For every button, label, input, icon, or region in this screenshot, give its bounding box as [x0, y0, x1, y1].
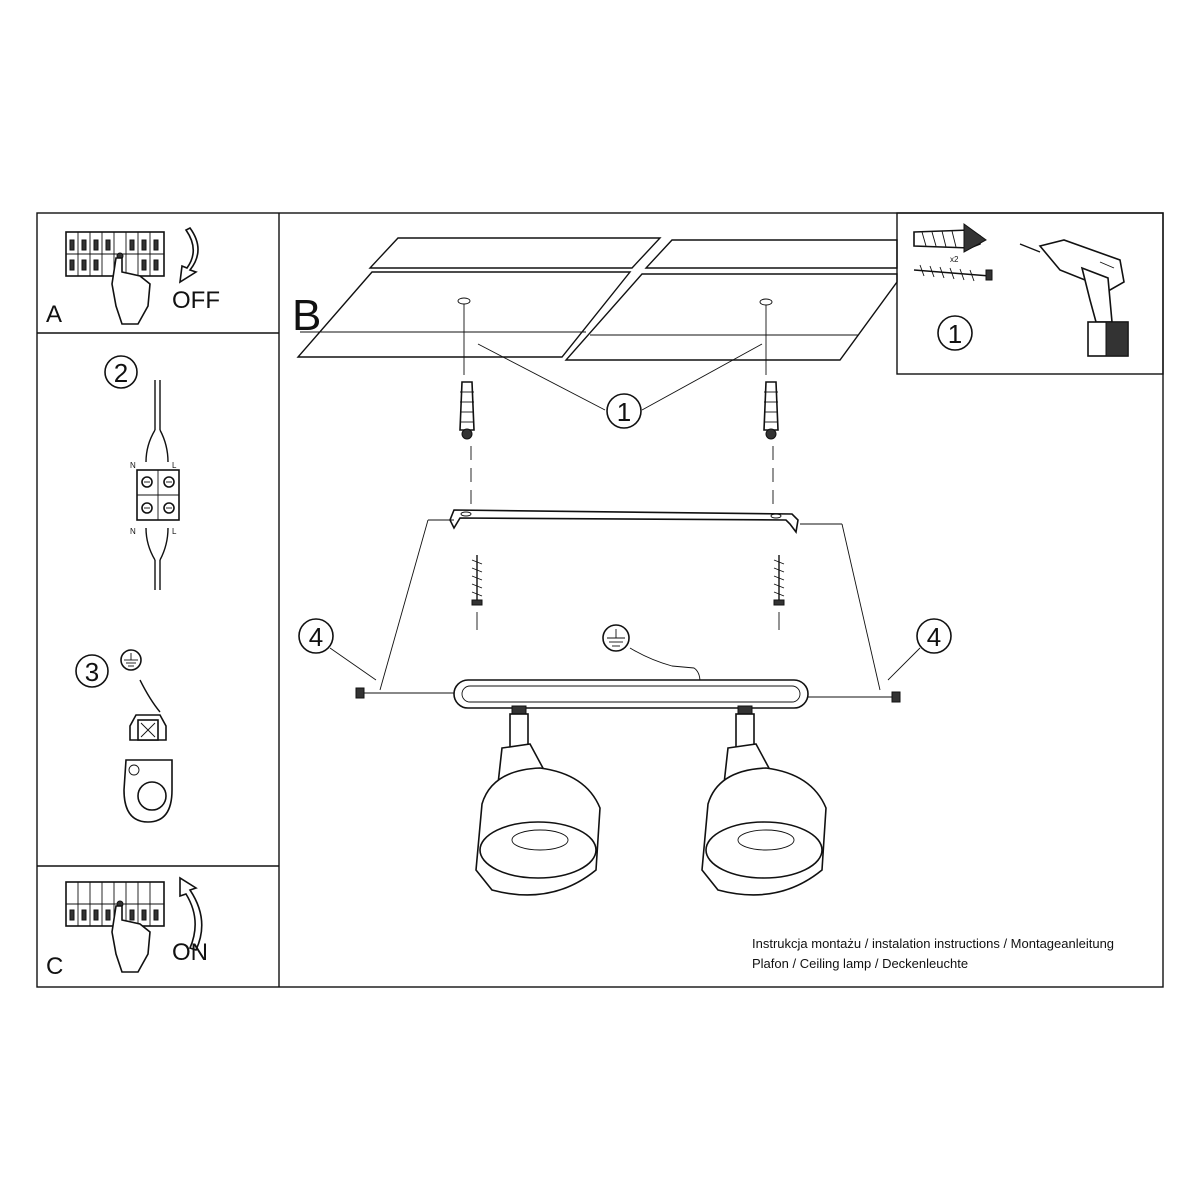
- panel-a-letter: A: [46, 301, 62, 328]
- panel-a: A OFF: [46, 226, 220, 328]
- step-4-right-number: 4: [927, 622, 941, 652]
- footer-line-1: Instrukcja montażu / instalation instruc…: [752, 936, 1114, 951]
- ground-wire: [139, 679, 161, 713]
- outer-frame: [36, 212, 1164, 988]
- terminal-block-icon: [136, 469, 180, 521]
- panel-c: C ON: [46, 876, 208, 980]
- mounting-bar: [449, 509, 799, 534]
- panel-c-letter: C: [46, 953, 63, 980]
- hand-icon: [111, 257, 151, 325]
- panel-c-action: ON: [172, 939, 208, 966]
- wall-plug-icon: [763, 381, 779, 440]
- step-3-circle: [75, 654, 109, 688]
- step-4-right-callout: [916, 618, 952, 654]
- ground-symbol-icon: [602, 624, 630, 652]
- screw-icon: [913, 264, 993, 282]
- arrow-down-icon: [178, 226, 199, 284]
- footer-line-2: Plafon / Ceiling lamp / Deckenleuchte: [752, 956, 968, 971]
- tools-box: [896, 212, 1164, 375]
- terminal-bottom-n: N: [130, 527, 136, 536]
- wall-plug-icon: [459, 381, 475, 440]
- lamp-shade-icon: [701, 705, 827, 896]
- terminal-top-l: L: [172, 461, 177, 470]
- ground-symbol-icon: [120, 649, 142, 671]
- ceiling-tiles: [296, 237, 898, 361]
- lamp-shade-icon: [475, 705, 601, 896]
- screw-icon: [355, 687, 454, 699]
- step-2-number: 2: [114, 358, 128, 388]
- drill-icon: [1019, 239, 1129, 357]
- tools-panel: x2 1: [913, 223, 1129, 357]
- step-4-left-number: 4: [309, 622, 323, 652]
- screw-icon: [808, 691, 901, 703]
- tools-step-circle: [937, 315, 973, 351]
- terminal-top-n: N: [130, 461, 136, 470]
- terminal-bottom-l: L: [172, 527, 177, 536]
- arrow-up-icon: [179, 876, 203, 951]
- wiring-step: 2 N L N L: [104, 355, 180, 590]
- screw-icon: [773, 555, 785, 606]
- step-3-number: 3: [85, 657, 99, 687]
- tools-step-number: 1: [948, 319, 962, 349]
- step-1-callout: [606, 393, 642, 429]
- panel-b-letter: B: [292, 291, 321, 340]
- ground-step: 3: [75, 649, 173, 823]
- panel-a-action: OFF: [172, 287, 220, 314]
- hand-icon: [111, 905, 151, 973]
- tools-quantity: x2: [950, 255, 959, 264]
- screw-icon: [471, 555, 483, 606]
- step-4-left-callout: [298, 618, 334, 654]
- wall-plug-icon: [913, 223, 987, 253]
- step-1-callout-number: 1: [617, 397, 631, 427]
- step-2-circle: [104, 355, 138, 389]
- fixture-base: [453, 679, 809, 709]
- ground-wire: [629, 647, 701, 683]
